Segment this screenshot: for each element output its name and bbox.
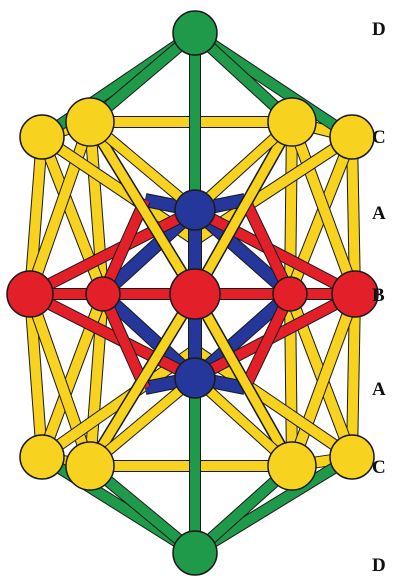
blue-sphere-lower <box>175 358 215 398</box>
layer-label-a-upper: A <box>372 204 402 224</box>
yellow-sphere-top-left <box>66 98 114 146</box>
layer-label-c-upper: C <box>372 128 402 148</box>
yellow-sphere-outer-bottom-left <box>20 435 64 479</box>
blue-sphere-upper <box>175 190 215 230</box>
yellow-sphere-top-right <box>268 98 316 146</box>
red-sphere-center <box>170 269 220 319</box>
yellow-sphere-outer-bottom-right <box>330 435 374 479</box>
yellow-sphere-outer-top-left <box>20 115 64 159</box>
strut <box>290 122 292 294</box>
layer-label-c-lower: C <box>372 458 402 478</box>
red-sphere-left <box>7 271 53 317</box>
yellow-sphere-outer-top-right <box>330 115 374 159</box>
layer-label-b-middle: B <box>372 286 402 306</box>
layer-label-d-top: D <box>372 20 402 40</box>
green-sphere-bottom <box>173 531 217 575</box>
strut <box>352 294 355 457</box>
red-sphere-inner-right <box>273 277 307 311</box>
yellow-sphere-bottom-left <box>66 442 114 490</box>
strut <box>290 294 292 466</box>
green-sphere-top <box>173 11 217 55</box>
layer-label-a-lower: A <box>372 380 402 400</box>
red-sphere-inner-left <box>86 277 120 311</box>
layer-label-d-bottom: D <box>372 556 402 576</box>
yellow-sphere-bottom-right <box>268 442 316 490</box>
